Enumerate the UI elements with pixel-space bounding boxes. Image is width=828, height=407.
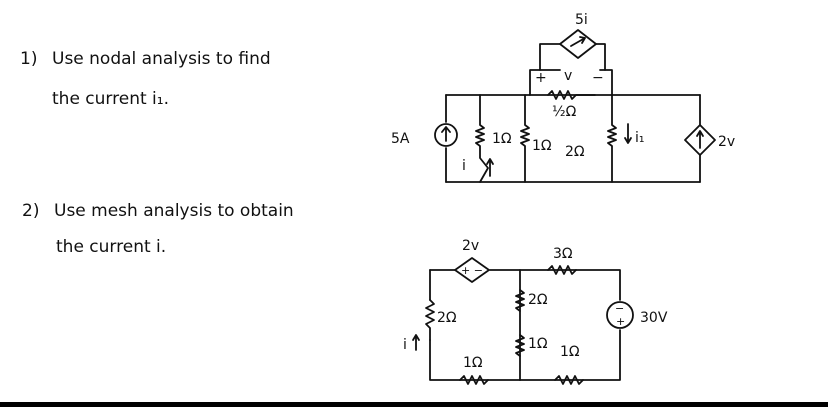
current-i-mesh-arrow-icon bbox=[412, 334, 420, 351]
resistor-1ohm-a bbox=[475, 94, 489, 183]
label-r-mid-upper: 2Ω bbox=[528, 292, 548, 308]
question-2-line2: the current i. bbox=[56, 237, 166, 257]
label-r1: 1Ω bbox=[492, 131, 512, 147]
dependent-source-5i bbox=[559, 29, 597, 59]
label-r-left: 2Ω bbox=[437, 310, 457, 326]
circuit-2-left-wire bbox=[429, 269, 521, 381]
label-i1: i₁ bbox=[635, 130, 645, 146]
current-i1-arrow-icon bbox=[624, 123, 632, 144]
label-r-mid-lower: 1Ω bbox=[528, 336, 548, 352]
label-5i: 5i bbox=[575, 12, 588, 28]
label-r-bottom-right: 1Ω bbox=[560, 344, 580, 360]
resistor-2ohm bbox=[607, 94, 617, 183]
resistor-2ohm-left bbox=[425, 299, 435, 341]
resistor-1ohm-bottom-left bbox=[459, 375, 489, 385]
circuit-1-top-loop bbox=[529, 69, 613, 96]
arrow-up-icon bbox=[441, 126, 451, 142]
dependent-source-2v bbox=[684, 124, 716, 156]
question-2-line1: Use mesh analysis to obtain bbox=[54, 201, 294, 221]
label-v: v bbox=[564, 68, 572, 84]
current-i-arrow-icon bbox=[486, 158, 494, 177]
arrow-right-icon bbox=[570, 36, 586, 47]
dependent-source-5i-leads bbox=[539, 43, 606, 71]
label-r-bottom-left: 1Ω bbox=[463, 355, 483, 371]
label-30v: 30V bbox=[640, 310, 668, 326]
label-r3: 2Ω bbox=[565, 144, 585, 160]
circuit-1: 5A 1Ω i 1Ω ½Ω 5i + v − 2Ω i₁ 2v bbox=[391, 12, 735, 183]
bottom-border bbox=[0, 402, 828, 407]
resistor-half-ohm bbox=[547, 90, 596, 100]
dependent-source-2v-mesh bbox=[454, 257, 490, 283]
resistor-1ohm-bottom-right bbox=[554, 375, 584, 385]
label-minus: − bbox=[592, 70, 604, 86]
label-5a: 5A bbox=[391, 131, 410, 147]
resistor-2ohm-middle bbox=[515, 289, 525, 312]
label-3ohm: 3Ω bbox=[553, 246, 573, 262]
arrow-up-icon bbox=[696, 130, 704, 149]
current-source-5a bbox=[434, 123, 458, 147]
voltage-source-30v bbox=[606, 301, 634, 329]
resistor-3ohm bbox=[547, 265, 577, 275]
label-30v-plus: + bbox=[616, 315, 625, 328]
label-half-ohm: ½Ω bbox=[552, 104, 577, 120]
resistor-1ohm-b bbox=[520, 94, 530, 183]
question-2: 2) Use mesh analysis to obtain the curre… bbox=[22, 201, 294, 257]
resistor-1ohm-middle bbox=[515, 334, 525, 357]
question-1-line1: Use nodal analysis to find bbox=[52, 49, 271, 69]
question-1: 1) Use nodal analysis to find the curren… bbox=[20, 49, 271, 109]
label-current-i: i bbox=[462, 158, 466, 174]
question-1-line2: the current i₁. bbox=[52, 89, 169, 109]
question-2-number: 2) bbox=[22, 201, 39, 221]
label-current-i-mesh: i bbox=[403, 337, 407, 353]
label-plus-minus: + − bbox=[461, 264, 483, 277]
question-1-number: 1) bbox=[20, 49, 37, 69]
label-plus: + bbox=[535, 70, 547, 86]
label-30v-minus: − bbox=[615, 302, 624, 315]
label-r2: 1Ω bbox=[532, 138, 552, 154]
label-2v-mesh: 2v bbox=[462, 238, 479, 254]
circuit-2: + − 2v 3Ω 2Ω i 1Ω 2Ω 1Ω 1Ω − + 30V bbox=[403, 238, 668, 385]
label-2v: 2v bbox=[718, 134, 735, 150]
